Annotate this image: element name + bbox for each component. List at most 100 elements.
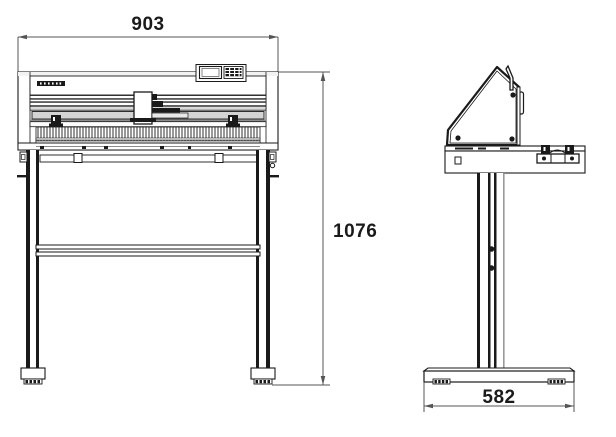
brand-dot-1: [40, 82, 42, 85]
body-profile-inner: [449, 70, 517, 144]
roll-bar-stop-left: [73, 153, 83, 163]
base-caster-right-tread-1: [549, 380, 552, 384]
keypad-row-1: [225, 68, 242, 70]
width-dimension-label: 903: [131, 14, 164, 35]
keypad: [223, 66, 244, 79]
skirt-mark-3: [104, 146, 108, 149]
leg-right-web: [259, 150, 266, 375]
skirt-mark-1: [40, 146, 44, 149]
media-comb: [35, 126, 261, 144]
base-caster-left: [432, 378, 451, 385]
leg-right-knob: [269, 162, 276, 169]
pinch-roller-right-slot: [230, 117, 232, 121]
roll-holder-pin-left: [542, 156, 546, 161]
base-caster-right-tread-4: [560, 380, 563, 384]
stand-leg-left: [17, 150, 39, 375]
caster-left-tread-2: [29, 380, 32, 384]
column-face-2: [490, 173, 494, 371]
pinch-roller-right-foot: [226, 123, 240, 127]
caster-left-wheelplate: [23, 378, 43, 385]
stand-column: [477, 173, 505, 371]
column-edge-1: [477, 173, 480, 371]
carriage-tool-mid: [152, 101, 163, 107]
leg-right-inner-post: [256, 150, 259, 375]
column-fastener-lower: [488, 265, 495, 271]
carriage-tool-top: [152, 94, 157, 100]
caster-right-tread-1: [255, 380, 258, 384]
rear-edge-plate: [516, 86, 521, 146]
stand-cross-brace: [35, 244, 261, 257]
leg-right-bracket-hole: [270, 154, 275, 160]
caster-left-tread-4: [37, 380, 40, 384]
cross-brace-upper: [35, 244, 261, 250]
pinch-roller-right-body: [228, 115, 238, 124]
caster-right-tread-3: [263, 380, 266, 384]
keypad-gap-2: [234, 68, 236, 77]
column-fastener-upper: [488, 246, 495, 252]
caster-right-body: [250, 367, 276, 380]
leg-left-web: [30, 150, 36, 375]
base-caster-left-tread-3: [441, 380, 445, 384]
base-caster-left-tread-1: [434, 380, 437, 384]
roll-support-right-slot: [567, 147, 570, 151]
leg-right-side-tab: [270, 175, 279, 178]
pivot-point-lower-right: [509, 136, 515, 142]
base-caster-right-tread-3: [556, 380, 560, 384]
caster-right-wheelplate: [253, 378, 273, 385]
roll-bridge-curve: [549, 149, 566, 154]
base-caster-right-tread-2: [553, 380, 556, 384]
keypad-gap-1: [229, 68, 231, 77]
roll-holder-rail: [536, 153, 580, 164]
depth-dimension-label: 582: [482, 387, 515, 408]
cross-brace-lower: [35, 251, 261, 257]
pinch-roller-right: [226, 115, 240, 127]
stand-top-plate: [444, 145, 586, 174]
skirt-mount-marks: [36, 146, 260, 149]
lcd-display: [198, 65, 223, 80]
roll-bar-tube: [39, 154, 261, 163]
depth-dimension: 582: [423, 382, 575, 412]
brand-plate: [37, 81, 65, 86]
cutting-carriage: [130, 91, 189, 125]
leg-left-outer-post: [26, 150, 30, 375]
caster-right: [250, 367, 276, 385]
pinch-roller-left-foot: [49, 123, 63, 127]
comb-cross-rail-1: [35, 137, 261, 141]
front-view: 903 1076: [17, 14, 377, 386]
column-face-1: [480, 173, 488, 371]
leg-left-inner-post: [36, 150, 39, 375]
caster-left-tread-1: [25, 380, 28, 384]
column-edge-4: [503, 173, 505, 371]
lcd-screen: [201, 68, 220, 77]
width-dimension: 903: [17, 14, 279, 72]
skirt-mark-6: [228, 146, 232, 149]
leg-left-side-tab: [17, 175, 26, 178]
skirt-mark-4: [160, 146, 164, 149]
skirt-mark-2: [82, 146, 86, 149]
top-plate-mark-2: [478, 147, 486, 150]
caster-left-tread-3: [33, 380, 36, 384]
brand-dot-4: [52, 82, 54, 85]
leg-left-bracket-hole: [21, 154, 26, 160]
roll-support-right: [565, 145, 574, 154]
media-roll-bar: [39, 153, 261, 163]
roll-bar-stop-right: [214, 153, 224, 163]
caster-left-body: [20, 367, 46, 380]
keypad-row-3: [225, 74, 242, 77]
roll-support-left-slot: [543, 147, 546, 151]
pinch-roller-left-slot: [53, 117, 55, 121]
top-plate-port: [454, 156, 462, 165]
pinch-roller-left: [49, 115, 63, 127]
top-plate-mark-3: [500, 147, 509, 150]
plotter-body-profile: [445, 64, 525, 147]
pivot-point-upper: [510, 92, 516, 98]
stand-front: [17, 150, 279, 385]
roll-support-left: [541, 145, 550, 154]
body-top-band: [18, 72, 278, 76]
base-caster-left-tread-4: [445, 380, 448, 384]
keypad-row-2: [225, 71, 242, 73]
stand-leg-right: [256, 150, 279, 375]
top-plate-mark-1: [455, 147, 473, 150]
